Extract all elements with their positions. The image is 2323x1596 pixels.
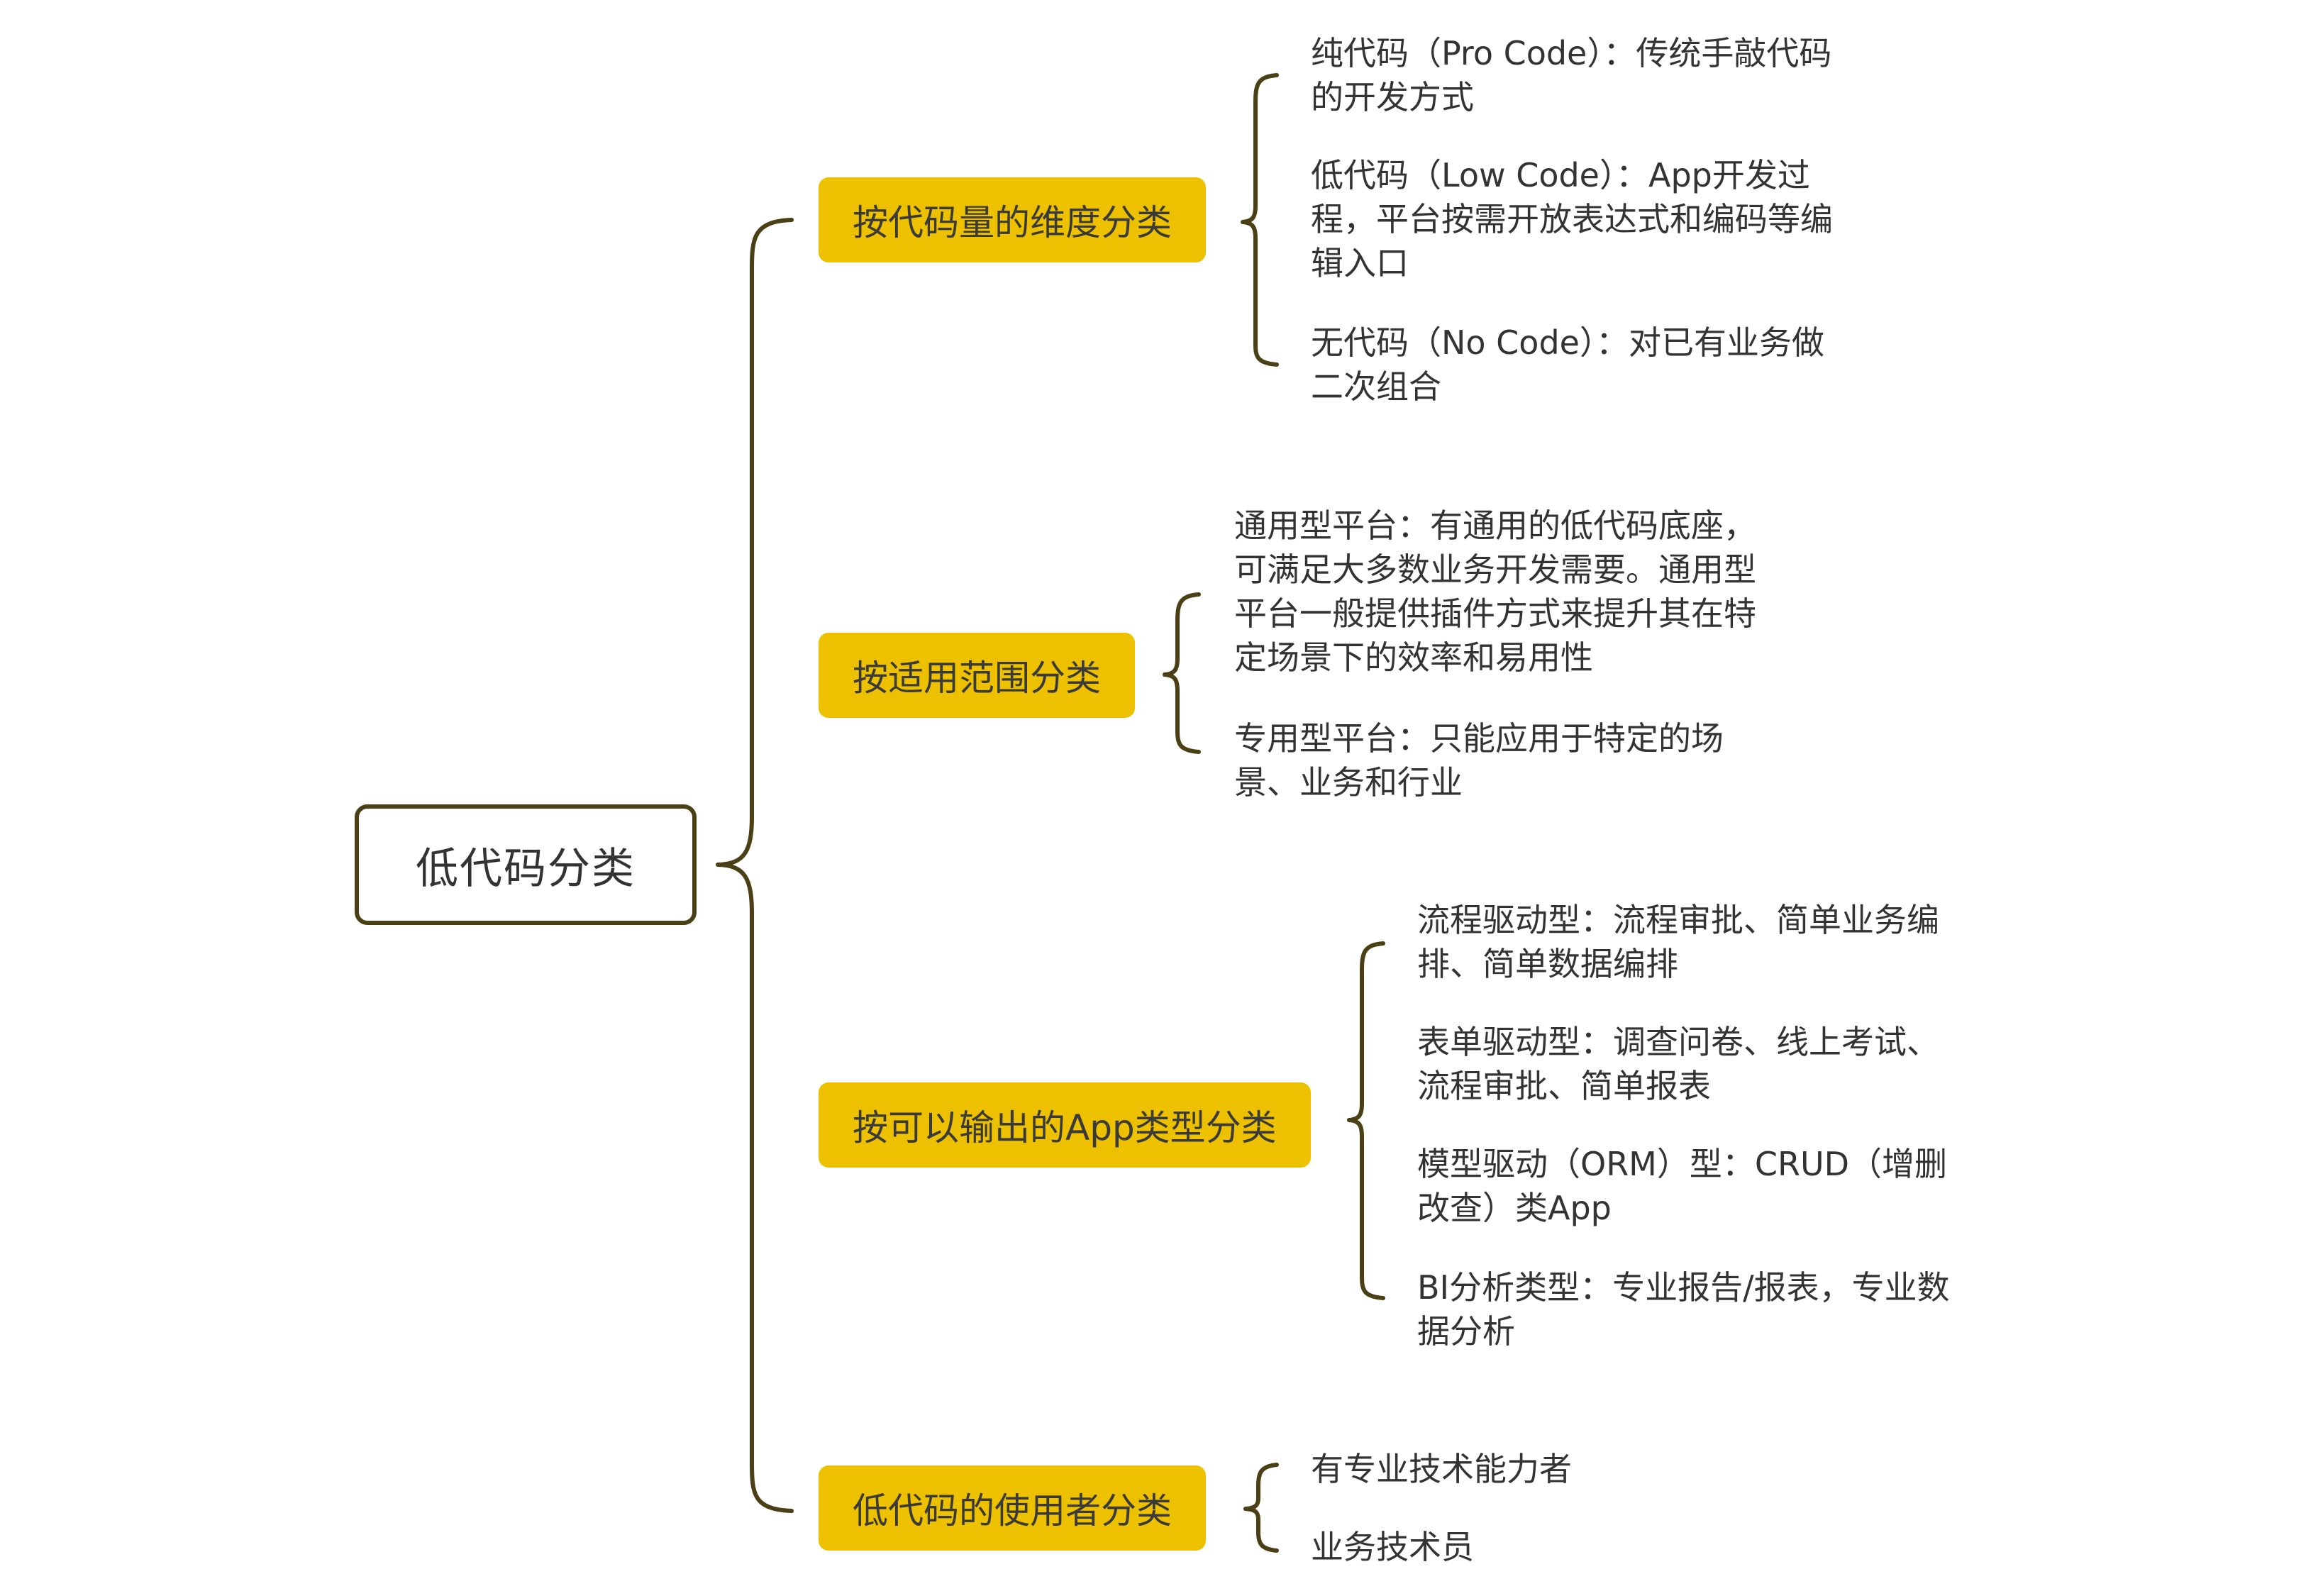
leaf-specialized-platform[interactable]: 专用型平台：只能应用于特定的场 景、业务和行业 [1234,719,1724,802]
brace-category-4 [1243,1463,1279,1553]
leaf-pro-code[interactable]: 纯代码（Pro Code）：传统手敲代码 的开发方式 [1311,34,1832,116]
leaf-low-code[interactable]: 低代码（Low Code）：App开发过 程，平台按需开放表达式和编码等编 辑入… [1311,156,1833,282]
category-node-scope[interactable]: 按适用范围分类 [819,633,1135,718]
category-label: 按可以输出的App类型分类 [853,1107,1277,1148]
category-label: 按代码量的维度分类 [853,202,1172,243]
brace-category-1 [1241,73,1279,367]
brace-category-2 [1163,592,1201,754]
category-node-users[interactable]: 低代码的使用者分类 [819,1465,1206,1551]
leaf-no-code[interactable]: 无代码（No Code）：对已有业务做 二次组合 [1311,323,1824,406]
category-label: 按适用范围分类 [853,658,1101,699]
leaf-business-technicians[interactable]: 业务技术员 [1311,1528,1474,1566]
main-brace [716,218,794,1513]
category-label: 低代码的使用者分类 [853,1490,1172,1531]
root-node[interactable]: 低代码分类 [355,804,697,925]
leaf-bi-analysis[interactable]: BI分析类型：专业报告/报表，专业数 据分析 [1417,1268,1950,1351]
leaf-general-platform[interactable]: 通用型平台：有通用的低代码底座， 可满足大多数业务开发需要。通用型 平台一般提供… [1234,506,1756,677]
category-node-app-type[interactable]: 按可以输出的App类型分类 [819,1082,1311,1168]
brace-category-3 [1347,941,1385,1300]
leaf-professional-developers[interactable]: 有专业技术能力者 [1311,1450,1572,1488]
leaf-model-driven[interactable]: 模型驱动（ORM）型：CRUD（增删 改查）类App [1417,1145,1948,1227]
root-label: 低代码分类 [416,843,636,894]
leaf-form-driven[interactable]: 表单驱动型：调查问卷、线上考试、 流程审批、简单报表 [1417,1023,1939,1105]
leaf-process-driven[interactable]: 流程驱动型：流程审批、简单业务编 排、简单数据编排 [1417,901,1939,983]
category-node-code-volume[interactable]: 按代码量的维度分类 [819,177,1206,262]
